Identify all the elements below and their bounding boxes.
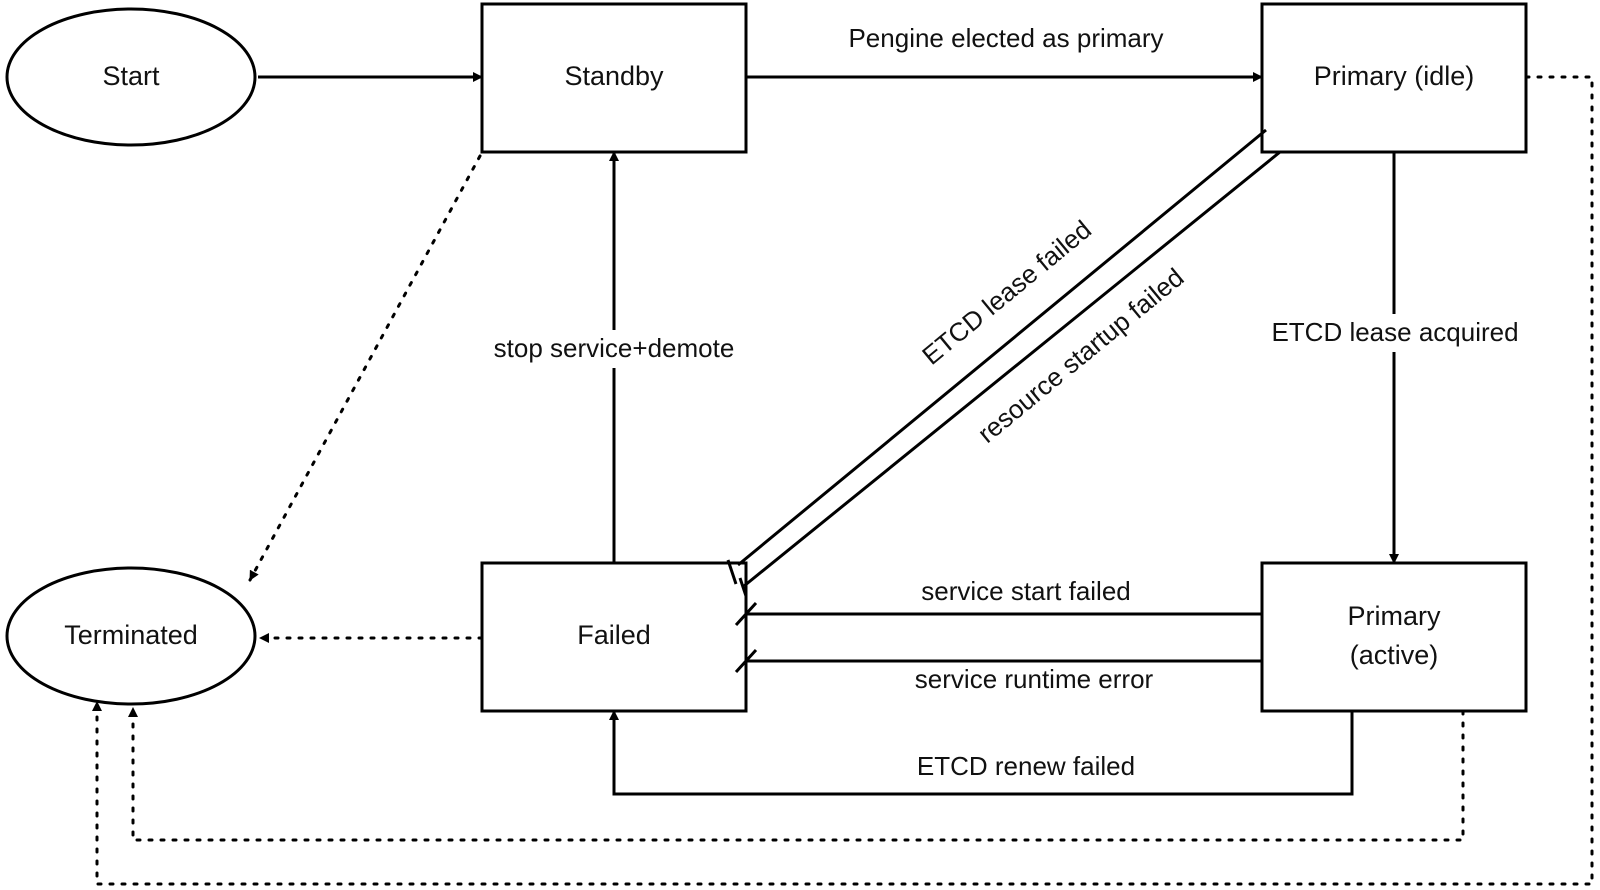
node-primary-active: Primary (active) — [1260, 561, 1528, 713]
node-terminated: Terminated — [5, 566, 257, 706]
node-terminated-label: Terminated — [64, 620, 198, 650]
node-failed: Failed — [480, 561, 748, 713]
node-primary-active-label-line2: (active) — [1350, 640, 1439, 670]
edge-etcd-lease-acquired-label: ETCD lease acquired — [1271, 317, 1518, 347]
edge-elected-label: Pengine elected as primary — [848, 23, 1163, 53]
edge-service-start-failed-tick — [734, 601, 758, 627]
node-standby: Standby — [480, 2, 748, 154]
edge-etcd-lease-failed — [737, 128, 1267, 567]
edge-resource-startup-failed — [743, 150, 1281, 588]
node-start: Start — [5, 7, 257, 147]
edge-service-runtime-error-label: service runtime error — [915, 664, 1154, 694]
node-primary-active-label-line1: Primary — [1348, 601, 1441, 631]
edge-etcd-acquired-label-bg — [1260, 314, 1530, 352]
edge-service-runtime-error-tick — [734, 648, 758, 674]
node-standby-label: Standby — [564, 61, 664, 91]
node-start-label: Start — [102, 61, 160, 91]
edge-etcd-renew-failed — [609, 710, 1354, 796]
edge-etcd-lease-failed-tick — [726, 559, 738, 585]
edge-stop-service-label-bg — [470, 330, 760, 368]
edge-service-start-failed-label: service start failed — [921, 576, 1131, 606]
edge-primary-idle-to-terminated — [92, 75, 1594, 886]
edge-primary-active-to-terminated — [128, 706, 1465, 842]
edge-etcd-renew-failed-label: ETCD renew failed — [917, 751, 1135, 781]
edge-standby-to-terminated — [248, 154, 482, 582]
node-primary-idle-label: Primary (idle) — [1314, 61, 1475, 91]
edge-resource-startup-failed-tick — [738, 577, 748, 597]
node-primary-idle: Primary (idle) — [1260, 2, 1528, 154]
node-failed-label: Failed — [577, 620, 651, 650]
edge-stop-service-label: stop service+demote — [494, 333, 735, 363]
